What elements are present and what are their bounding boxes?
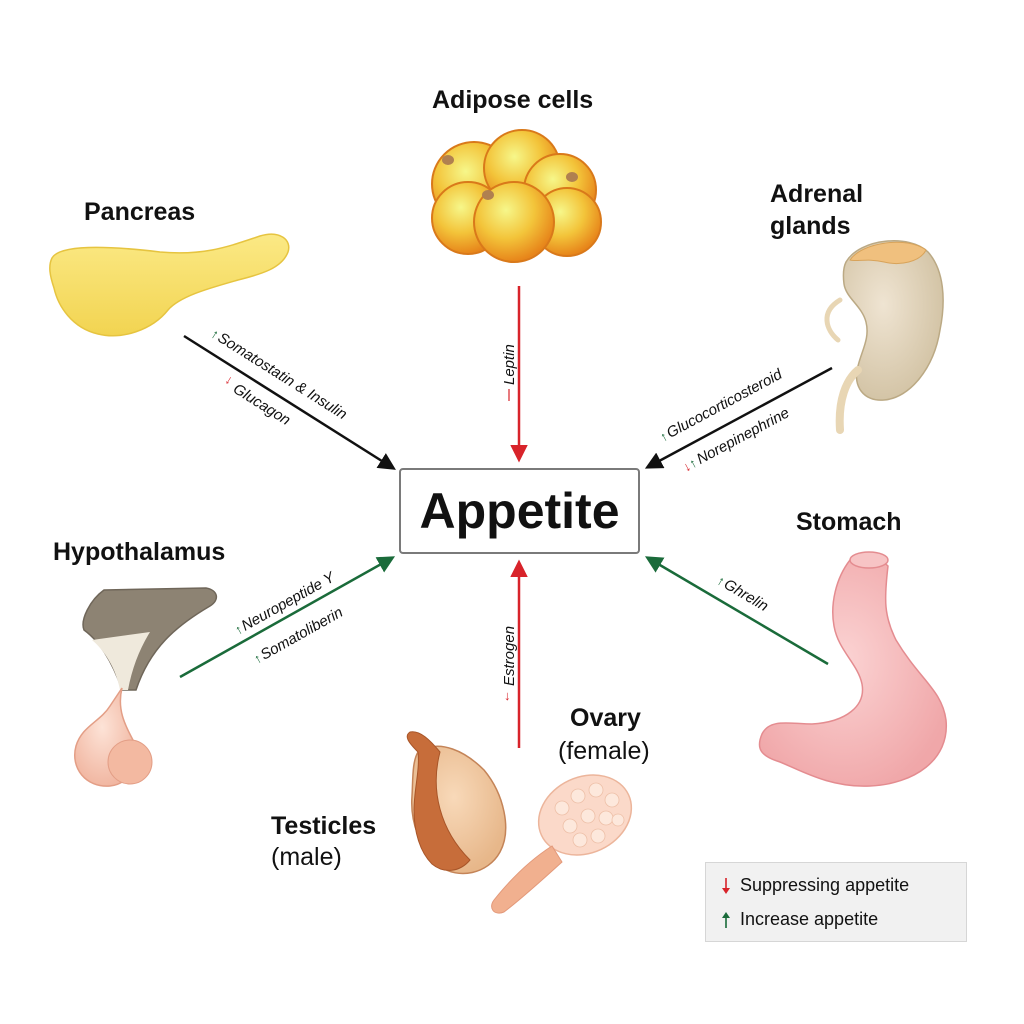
hormone-glucagon: Glucagon [230,380,293,429]
adipose-cells-illustration [431,129,602,263]
hormone-ghrelin: Ghrelin [721,576,771,615]
arrow-stomach [644,556,829,666]
legend-row-suppress: Suppressing appetite [720,875,909,896]
suppress-arrow-icon [722,877,730,894]
adrenal-gland-illustration [824,240,944,434]
hypothalamus-illustration [74,587,218,787]
increase-arrow-icon [722,911,730,928]
organ-title-hypothalamus: Hypothalamus [53,538,226,566]
ovary-illustration [491,774,633,914]
legend-suppress-label: Suppressing appetite [740,875,910,895]
organ-title-adrenal-line1: Adrenal [770,180,864,208]
testicle-illustration [406,731,507,875]
legend-increase-label: Increase appetite [740,909,879,929]
organ-subtitle-ovary: (female) [558,737,650,765]
stomach-illustration [758,551,947,787]
organ-title-adrenal-line2: glands [770,212,851,240]
estrogen-suppress-arrow-icon: ↓ [504,688,511,703]
organ-subtitle-testicles: (male) [271,843,342,871]
organ-title-testicles: Testicles [271,812,377,840]
glucagon-suppress-arrow-icon: ↓ [223,371,236,387]
organ-title-ovary: Ovary [570,704,641,732]
arrow-adrenal [644,366,833,469]
organ-title-stomach: Stomach [796,508,902,536]
arrow-hypothalamus [179,556,396,679]
hormone-leptin: Leptin [501,344,518,385]
legend-row-increase: Increase appetite [720,909,878,930]
hormone-estrogen: Estrogen [501,626,518,686]
pancreas-illustration [49,233,290,337]
appetite-label: Appetite [419,483,620,539]
organ-title-pancreas: Pancreas [84,198,196,226]
arrow-pancreas [183,334,396,470]
appetite-box: Appetite [399,468,640,554]
legend: Suppressing appetite Increase appetite [705,862,967,942]
organ-title-adipose: Adipose cells [432,86,594,114]
